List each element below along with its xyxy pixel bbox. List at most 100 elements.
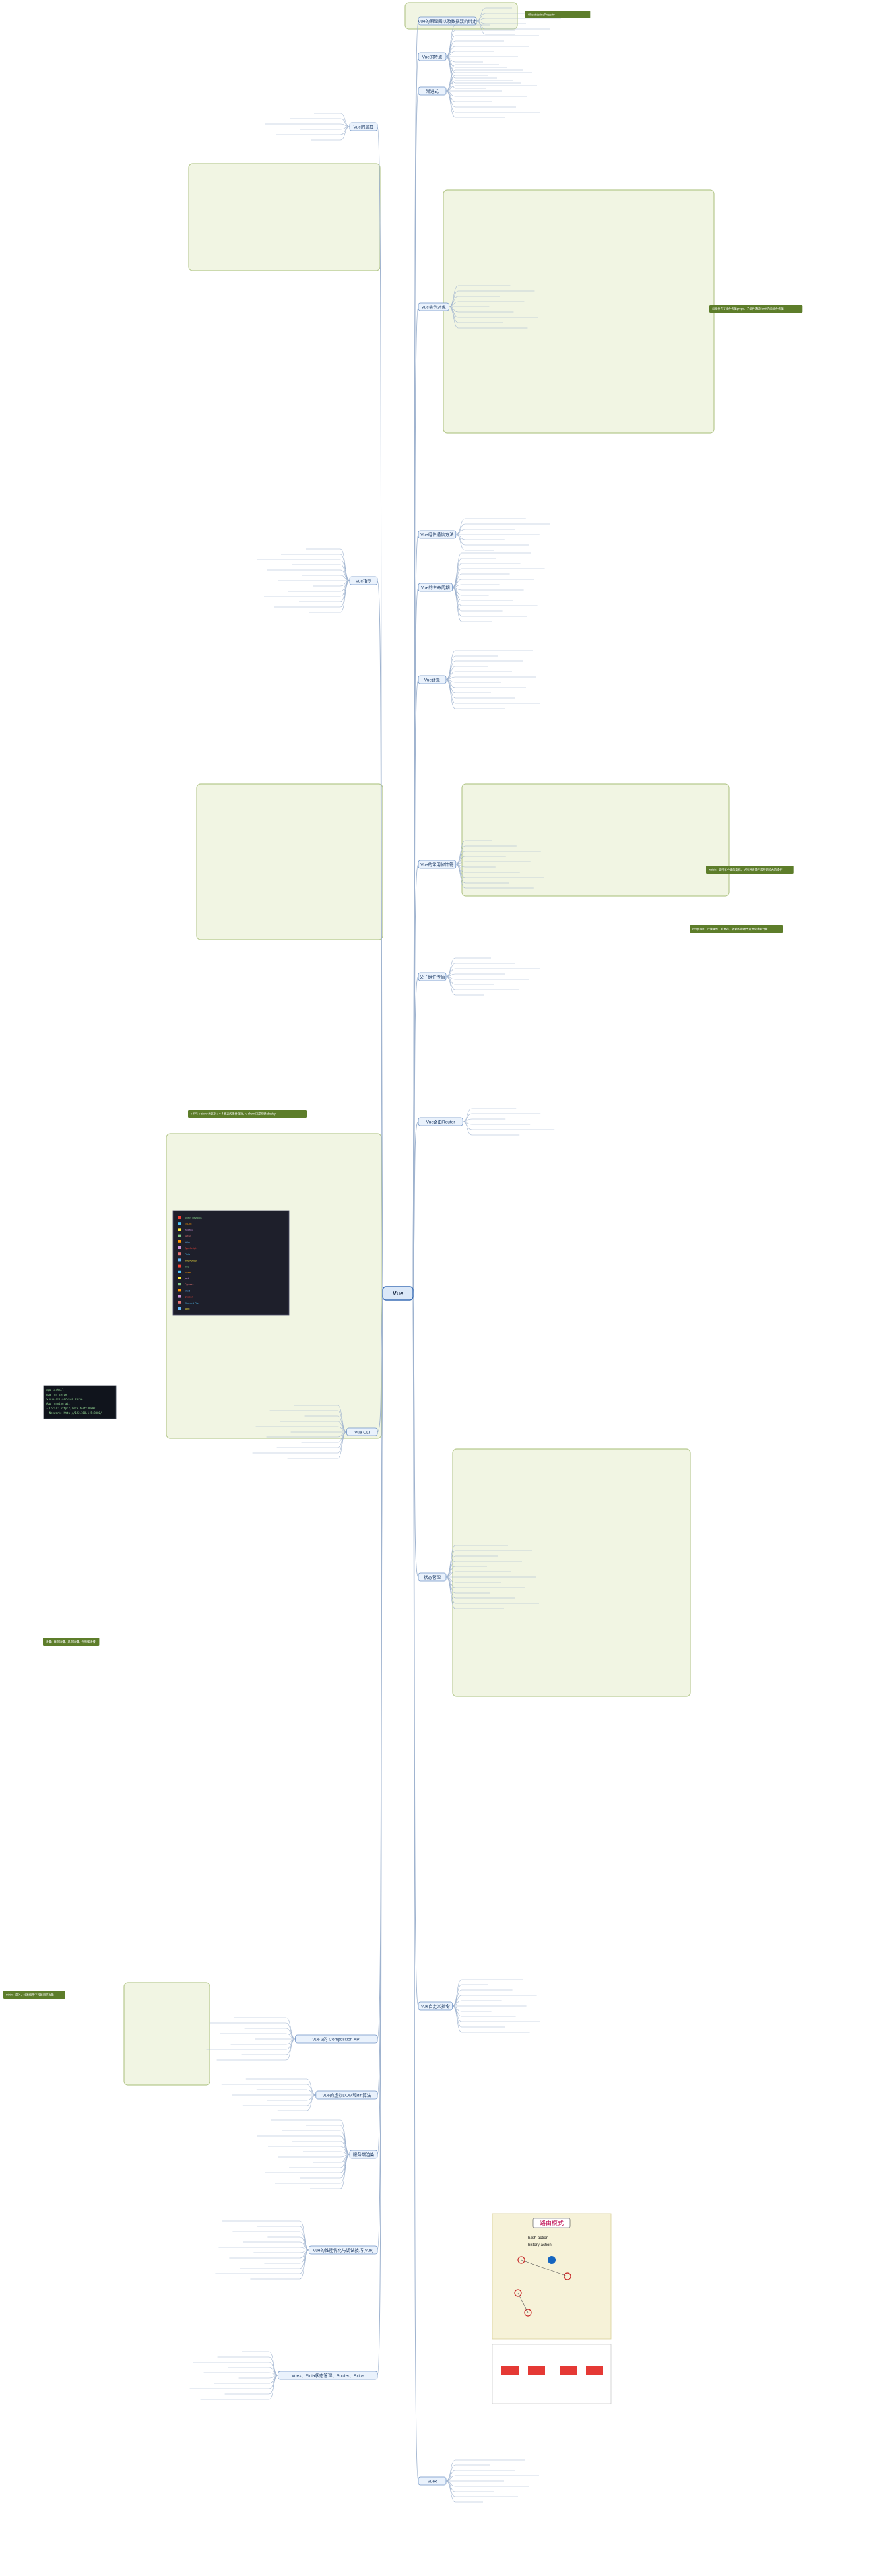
leaf-line [275,2154,350,2184]
branch-r10[interactable]: Vue路由Router [418,1117,463,1126]
branch-r1[interactable]: Vue的原理图以及数据双向绑定 [418,16,477,26]
note-n3: watch：监听某个值的变化，执行异步操作或开销较大的操作 [706,866,794,874]
branch-l2[interactable]: Vue指令 [349,576,378,585]
leaf-line [238,2375,278,2379]
branch-l4[interactable]: Vue 3的 Composition API [295,2034,378,2044]
branch-r2[interactable]: Vue的特点 [418,52,447,61]
leaf-line [445,963,515,977]
dark-list-item: Vetur [185,1235,191,1238]
connector-r9 [412,976,419,1294]
note-text-n4: computed：计算属性，有缓存，依赖的数据改变才会重新计算 [692,927,768,932]
branch-r6[interactable]: Vue的生命周期 [418,583,453,592]
terminal-line: > vue-cli-service serve [46,1398,83,1401]
connector-r13 [412,1293,419,2482]
branch-l1[interactable]: Vue的属性 [349,122,378,131]
leaf-line [313,580,350,587]
branch-l6[interactable]: 服务端渲染 [349,2150,378,2159]
leaf-line [294,1405,347,1433]
branch-r7[interactable]: Vue计算 [418,675,447,684]
leaf-line [300,2154,350,2179]
leaf-line [257,2226,309,2251]
dark-list-icon [178,1307,181,1310]
dark-list-icon [178,1234,181,1237]
leaf-line [310,2154,350,2189]
leaf-line [445,51,494,57]
leaf-line [222,2220,309,2251]
leaf-line [217,2356,278,2376]
leaf-line [282,2130,350,2155]
branch-l3[interactable]: Vue CLI [346,1427,378,1436]
note-n5: v-if 与 v-show 的区别：v-if 真正的条件渲染，v-show 只是… [188,1110,307,1118]
leaf-line [314,113,350,127]
branch-connectors [377,20,419,2482]
leaf-line [449,306,528,329]
note-n7: mixin：混入，分发组件中可复用的功能 [3,1991,65,1999]
dark-list-item: Vant [185,1308,190,1310]
note-n6: 插槽：匿名插槽、具名插槽、作用域插槽 [43,1638,100,1646]
leaf-line [216,2038,296,2061]
dark-list-item: Vue.js devtools [185,1217,202,1219]
leaf-line [287,1431,347,1459]
branch-label-r12: Vue自定义指令 [421,2003,450,2009]
leaf-line [452,568,545,588]
leaf-line [452,573,510,588]
connector-r11 [412,1293,419,1578]
branch-label-r13: Vuex [428,2479,437,2484]
branch-r8[interactable]: Vue的常用修饰符 [418,860,457,869]
leaf-line [445,968,540,977]
leaf-line [311,126,350,141]
leaf-line [228,2367,278,2376]
dark-list-item: Pinia [185,1253,190,1256]
leaf-line [452,2005,540,2022]
root-node[interactable]: Vue [382,1286,414,1301]
leaf-line [445,976,484,996]
leaf-line [445,679,501,683]
leaf-line [445,679,505,709]
branch-l8[interactable]: Vuex、Pinia状态管理、Router、Axios [278,2371,378,2380]
leaf-line [452,584,500,588]
branch-r13[interactable]: Vuex [418,2476,447,2486]
branch-r4[interactable]: Vue实例对象 [418,302,449,311]
leaf-line [257,559,350,581]
terminal-line: npm install [46,1388,64,1392]
group-panels [123,2,730,2086]
branch-r9[interactable]: 父子组件传值 [418,972,447,981]
terminal-line: npm run serve [46,1393,67,1396]
branch-r3[interactable]: 渐进式 [418,86,447,96]
branch-label-l1: Vue的属性 [354,123,374,129]
leaf-line [455,840,492,865]
leaf-line [452,587,513,601]
leaf-line [455,529,515,535]
branch-label-l3: Vue CLI [354,1430,370,1434]
leaf-line [449,285,511,307]
leaf-line [313,2154,350,2163]
branch-label-r8: Vue的常用修饰符 [420,861,454,867]
leaf-line [250,2249,309,2280]
leaf-line [452,558,496,588]
terminal-line: - Local: http://localhost:8080/ [46,1407,96,1410]
branch-l7[interactable]: Vue的性能优化与调试技巧(Vue) [308,2245,378,2255]
leaf-line [203,2372,278,2376]
leaf-line [445,90,505,118]
leaf-line [269,1410,347,1433]
leaf-line [445,64,499,92]
note-text-n6: 插槽：匿名插槽、具名插槽、作用域插槽 [46,1640,96,1644]
branch-label-l7: Vue的性能优化与调试技巧(Vue) [313,2247,373,2253]
branch-r11[interactable]: 状态管理 [418,1572,447,1582]
branch-label-r6: Vue的生命周期 [421,584,450,590]
branch-r5[interactable]: Vue组件通信方法 [418,530,457,539]
branch-l5[interactable]: Vue的虚拟DOM和diff算法 [315,2090,378,2100]
leaf-line [452,2005,530,2033]
connector-l3 [377,1293,383,1433]
connector-l8 [377,1293,383,2376]
dark-list-item: Vitest [185,1272,191,1274]
leaf-line [445,2464,490,2482]
dark-list-icon [178,1295,181,1298]
hash-action-label: hash-action [528,2236,548,2240]
leaf-line [445,655,498,680]
dark-list-icon [178,1283,181,1286]
leaf-line [265,123,350,127]
branch-r12[interactable]: Vue自定义指令 [418,2001,453,2011]
leaf-line [277,2094,316,2111]
